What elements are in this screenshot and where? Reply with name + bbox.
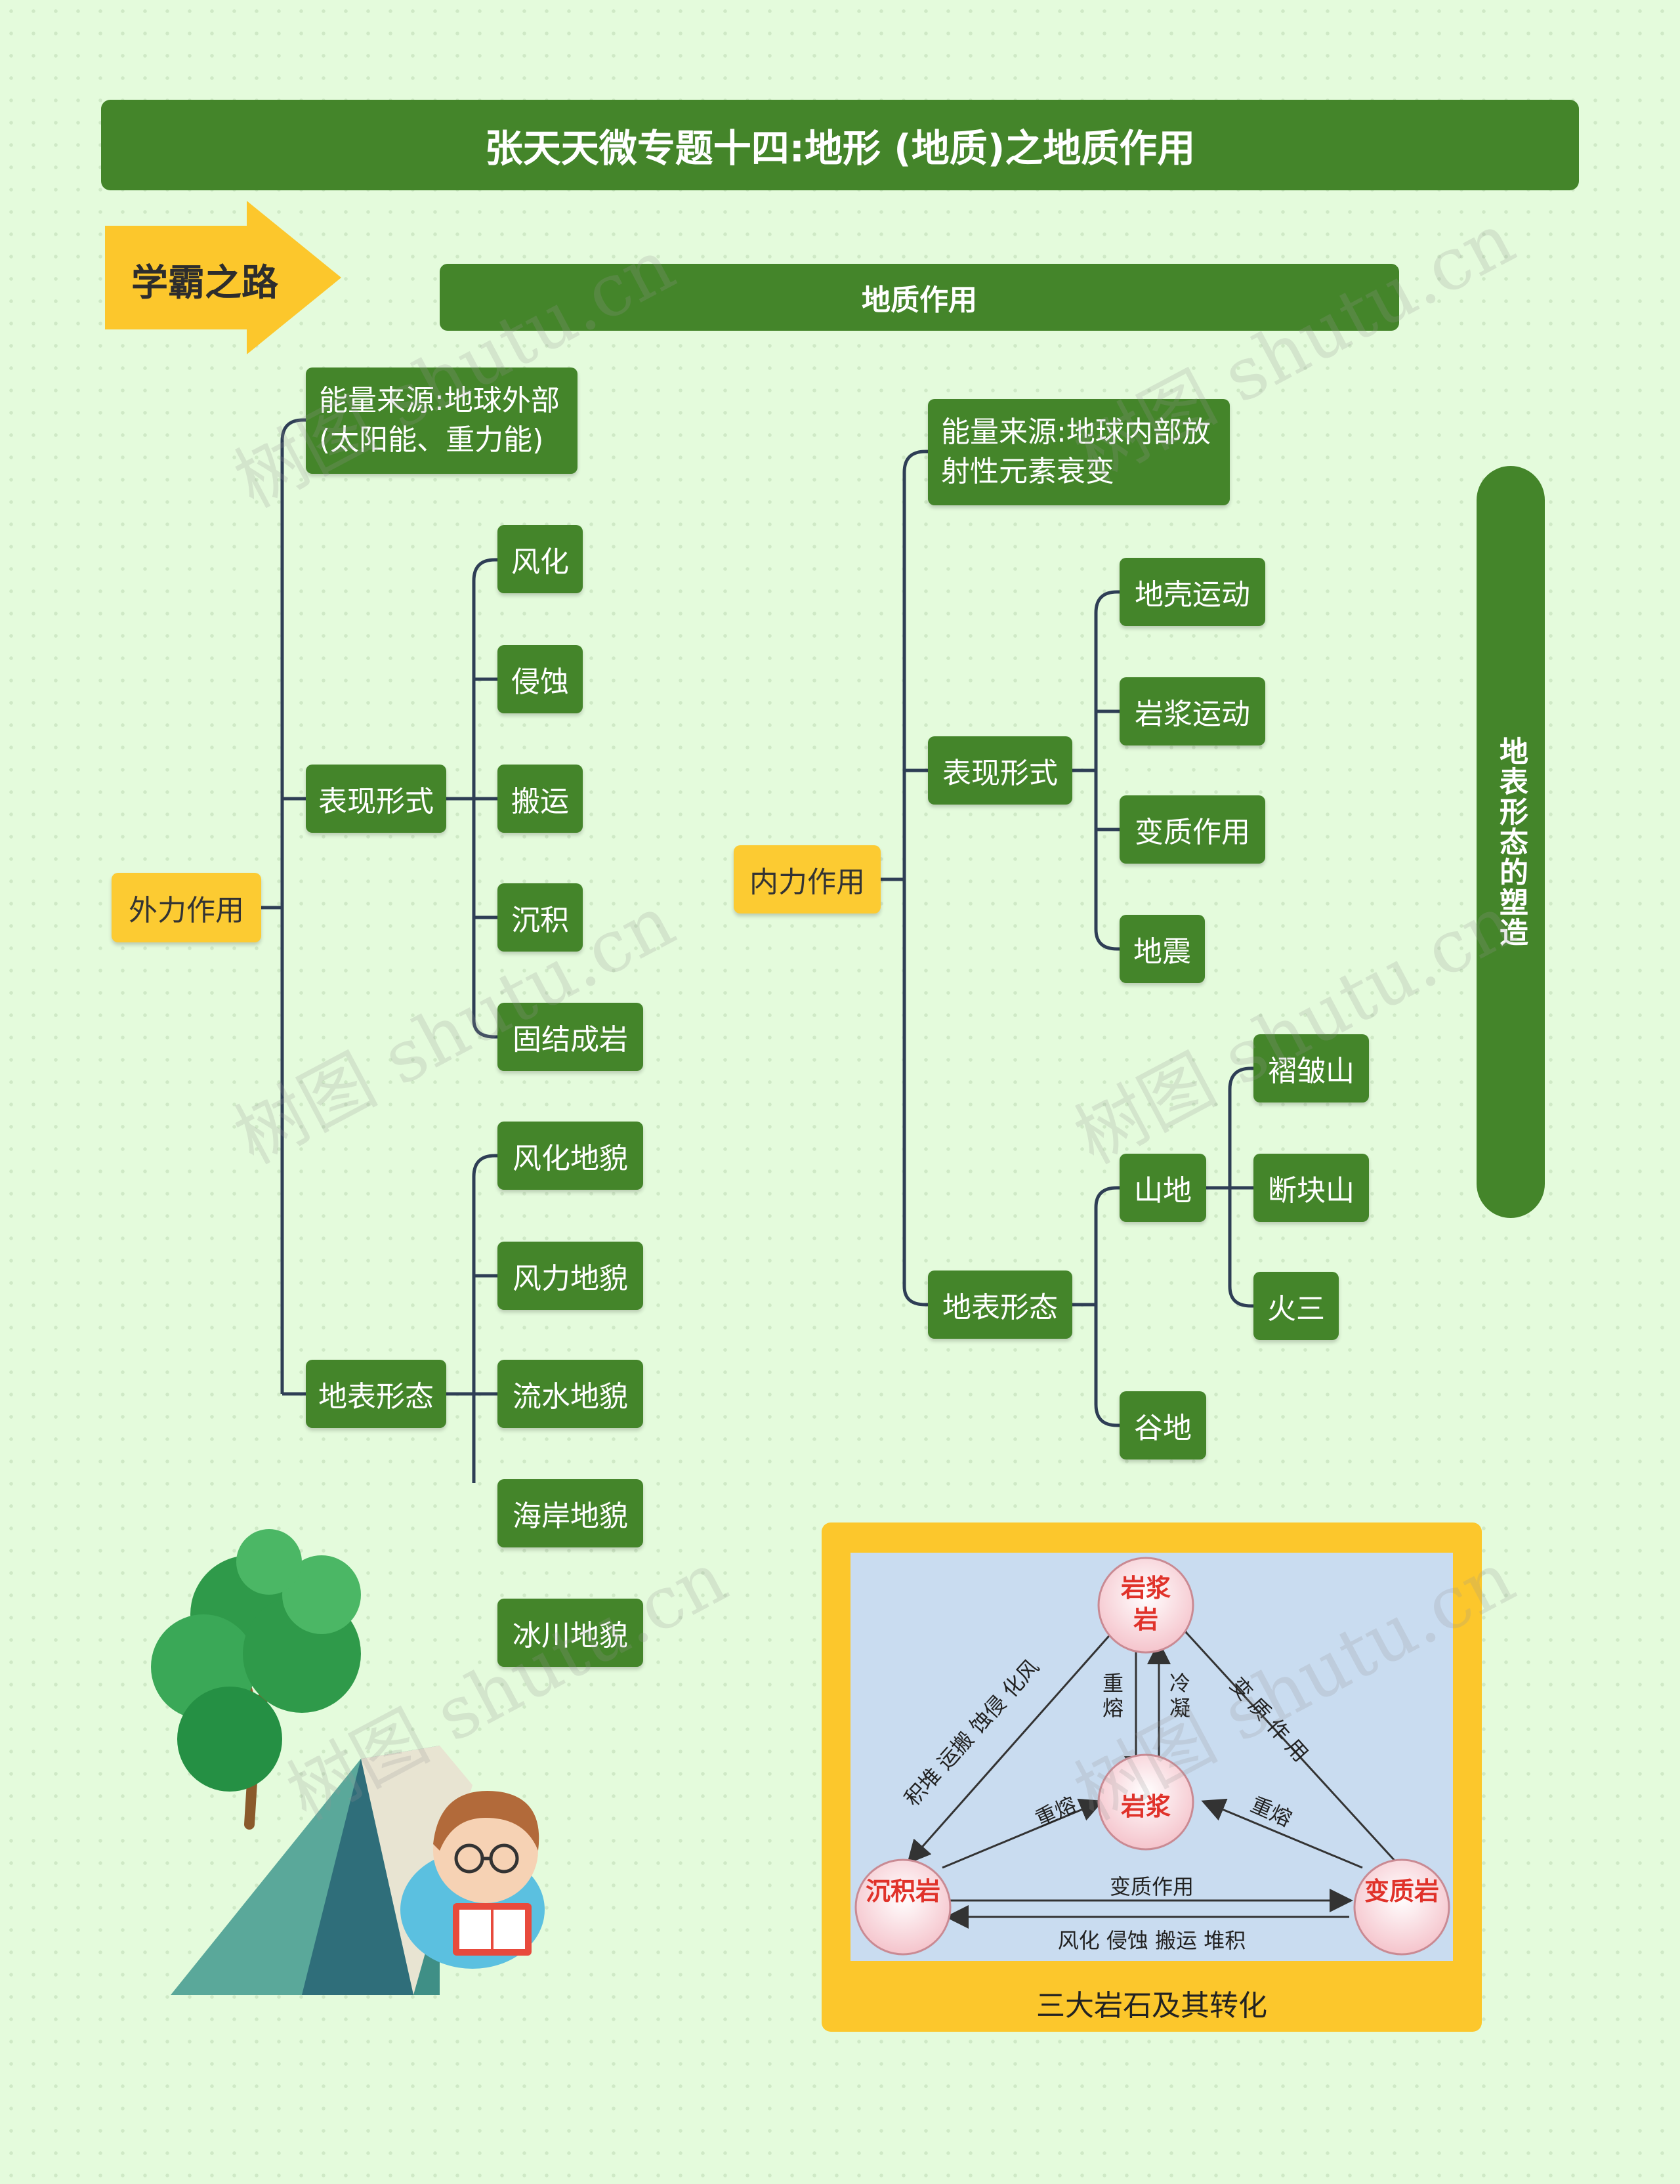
badge-label: 学霸之路	[131, 253, 278, 306]
external-forms-node[interactable]: 表现形式	[306, 765, 446, 833]
external-energy-node[interactable]: 能量来源:地球外部(太阳能、重力能)	[306, 368, 578, 474]
external-form-item[interactable]: 固结成岩	[497, 1003, 643, 1071]
external-form-item[interactable]: 搬运	[497, 765, 583, 833]
internal-landform-node[interactable]: 地表形态	[928, 1270, 1072, 1339]
internal-form-item[interactable]: 地震	[1120, 915, 1205, 983]
external-form-item[interactable]: 风化	[497, 525, 583, 593]
badge-arrow: 学霸之路	[105, 201, 341, 354]
rock-cycle-figure: 岩浆岩 岩浆 沉积岩 变质岩 积堆 运搬 蚀侵 化风 变 质 作 用 重熔 冷凝…	[822, 1522, 1482, 2032]
internal-forms-node[interactable]: 表现形式	[928, 736, 1072, 805]
edge-label-center-left: 重熔	[1102, 1671, 1129, 1721]
internal-root-node[interactable]: 内力作用	[734, 845, 881, 914]
side-label: 地表形态的塑造	[1477, 466, 1545, 1218]
internal-form-item[interactable]: 变质作用	[1120, 795, 1265, 864]
mountain-item[interactable]: 断块山	[1253, 1154, 1369, 1222]
rock-cycle-diagram: 岩浆岩 岩浆 沉积岩 变质岩 积堆 运搬 蚀侵 化风 变 质 作 用 重熔 冷凝…	[850, 1553, 1453, 1961]
internal-form-item[interactable]: 地壳运动	[1120, 558, 1265, 626]
edge-label-center-right: 冷凝	[1169, 1671, 1196, 1721]
valley-node[interactable]: 谷地	[1120, 1391, 1206, 1460]
section-title: 地质作用	[440, 264, 1399, 331]
external-form-item[interactable]: 沉积	[497, 883, 583, 952]
edge-label-bottom-upper: 变质作用	[850, 1870, 1453, 1900]
reading-child-illustration	[131, 1522, 591, 2021]
external-form-item[interactable]: 侵蚀	[497, 645, 583, 713]
mountain-node[interactable]: 山地	[1120, 1154, 1206, 1222]
external-landform-item[interactable]: 风化地貌	[497, 1122, 643, 1190]
internal-energy-node[interactable]: 能量来源:地球内部放射性元素衰变	[928, 399, 1230, 505]
page-title: 张天天微专题十四:地形 (地质)之地质作用	[101, 100, 1579, 190]
mountain-item[interactable]: 褶皱山	[1253, 1034, 1369, 1102]
rock-cycle-caption: 三大岩石及其转化	[822, 1982, 1482, 2024]
external-landform-item[interactable]: 风力地貌	[497, 1242, 643, 1310]
external-root-node[interactable]: 外力作用	[112, 873, 261, 942]
igneous-rock-node: 岩浆岩	[1120, 1572, 1172, 1635]
edge-label-bottom-lower: 风化 侵蚀 搬运 堆积	[850, 1924, 1453, 1954]
internal-form-item[interactable]: 岩浆运动	[1120, 677, 1265, 746]
magma-node: 岩浆	[1100, 1786, 1192, 1822]
mountain-item[interactable]: 火三	[1253, 1272, 1339, 1340]
external-landform-item[interactable]: 流水地貌	[497, 1360, 643, 1428]
external-landform-node[interactable]: 地表形态	[306, 1360, 446, 1428]
